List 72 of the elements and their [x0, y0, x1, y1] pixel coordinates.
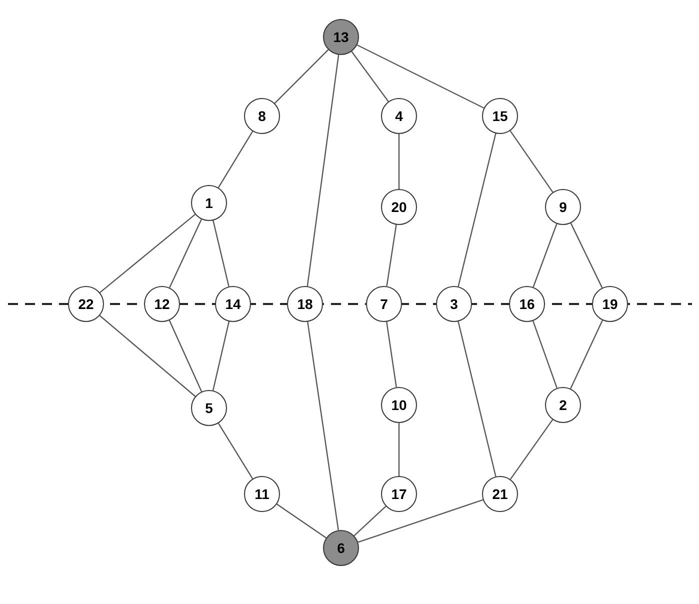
- graph-vertex-circle: [381, 189, 417, 225]
- graph-vertex-circle: [215, 286, 251, 322]
- connector-line: [306, 54, 340, 286]
- graph-vertex-circle: [545, 387, 581, 423]
- graph-vertex-circle: [509, 286, 545, 322]
- connector-line: [351, 51, 389, 102]
- vertex-number: 11: [254, 486, 270, 502]
- vertex-number: 3: [450, 296, 458, 312]
- vertex-number: 14: [225, 296, 241, 312]
- connector-line: [218, 131, 254, 188]
- vertex-number: 22: [78, 296, 94, 312]
- vertex-number: 5: [205, 400, 213, 416]
- connector-line: [307, 322, 339, 530]
- connector-line: [276, 504, 326, 538]
- graph-vertex-circle: [191, 185, 227, 221]
- connector-line: [532, 320, 558, 388]
- vertex-number: 13: [333, 29, 349, 45]
- graph-vertex-circle: [381, 98, 417, 134]
- connector-line: [169, 219, 202, 288]
- vertex-number: 6: [337, 540, 345, 556]
- vertex-number: 10: [391, 397, 407, 413]
- connector-line: [398, 423, 400, 476]
- graph-vertex-circle: [381, 476, 417, 512]
- graph-vertex-circle: [323, 530, 359, 566]
- connector-line: [100, 214, 196, 294]
- graph-vertex-circle: [592, 286, 628, 322]
- vertex-number: 20: [391, 199, 407, 215]
- vertex-number: 8: [258, 108, 266, 124]
- graph-vertex-circle: [68, 286, 104, 322]
- connector-line: [458, 133, 496, 287]
- connector-line: [570, 320, 603, 389]
- connector-line: [358, 499, 484, 543]
- graph-vertex-circle: [323, 19, 359, 55]
- connector-line: [274, 49, 329, 104]
- connector-line: [218, 423, 254, 479]
- graph-vertex-circle: [191, 390, 227, 426]
- connector-line: [510, 419, 554, 480]
- connector-line: [168, 320, 202, 392]
- connector-line: [212, 220, 230, 287]
- vertex-number: 4: [395, 108, 403, 124]
- graph-vertex-circle: [381, 387, 417, 423]
- graph-vertex-circle: [482, 476, 518, 512]
- vertex-number: 21: [492, 486, 508, 502]
- vertex-number: 1: [205, 195, 213, 211]
- graph-vertex-circle: [545, 189, 581, 225]
- vertex-number: 2: [559, 397, 567, 413]
- vertex-number: 12: [154, 296, 170, 312]
- vertex-number: 18: [297, 296, 313, 312]
- connector-line: [510, 130, 554, 193]
- connector-line: [532, 224, 558, 288]
- connector-line: [356, 44, 484, 109]
- graph-vertex-circle: [144, 286, 180, 322]
- graph-vertex-circle: [366, 286, 402, 322]
- connector-line: [354, 506, 386, 536]
- vertex-number: 19: [602, 296, 618, 312]
- graph-vertex-circle: [436, 286, 472, 322]
- graph-vertex-circle: [287, 286, 323, 322]
- graph-vertex-circle: [244, 476, 280, 512]
- vertex-number: 15: [492, 108, 508, 124]
- connector-line: [398, 134, 400, 189]
- connector-line: [99, 315, 196, 397]
- connector-line: [386, 322, 397, 388]
- vertex-number: 17: [391, 486, 407, 502]
- graph-vertex-circle: [244, 98, 280, 134]
- connector-line: [458, 321, 496, 477]
- vertex-number: 16: [519, 296, 535, 312]
- graph-vertex-circle: [482, 98, 518, 134]
- connector-line: [212, 321, 230, 391]
- vertex-number: 7: [380, 296, 388, 312]
- connector-line: [386, 224, 397, 286]
- connector-line: [570, 222, 603, 288]
- vertex-number: 9: [559, 199, 567, 215]
